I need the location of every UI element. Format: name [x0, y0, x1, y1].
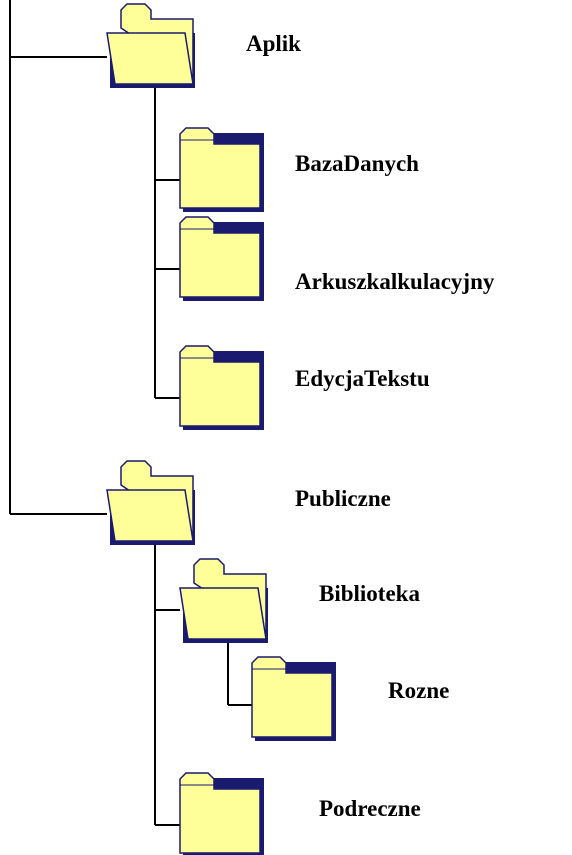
- folder-label-rozne: Rozne: [388, 678, 450, 703]
- closed-folder-icon: [179, 216, 264, 301]
- closed-folder-icon: [179, 127, 264, 212]
- tree-connectors: [9, 0, 252, 826]
- folder-label-publiczne: Publiczne: [295, 486, 391, 511]
- closed-folder-icon: [179, 772, 264, 855]
- folder-label-bazadanych: BazaDanych: [295, 151, 419, 176]
- folder-label-aplik: Aplik: [246, 31, 301, 56]
- open-folder-icon: [179, 558, 268, 643]
- open-folder-icon: [106, 460, 195, 545]
- open-folder-icon: [106, 3, 195, 88]
- closed-folder-icon: [179, 345, 264, 430]
- closed-folder-icon: [251, 656, 336, 741]
- folder-label-podreczne: Podreczne: [319, 796, 421, 821]
- folder-label-biblioteka: Biblioteka: [319, 581, 420, 606]
- folder-label-arkuszkalkulacyjny: Arkuszkalkulacyjny: [295, 269, 495, 294]
- folder-label-edycjatekstu: EdycjaTekstu: [295, 366, 430, 391]
